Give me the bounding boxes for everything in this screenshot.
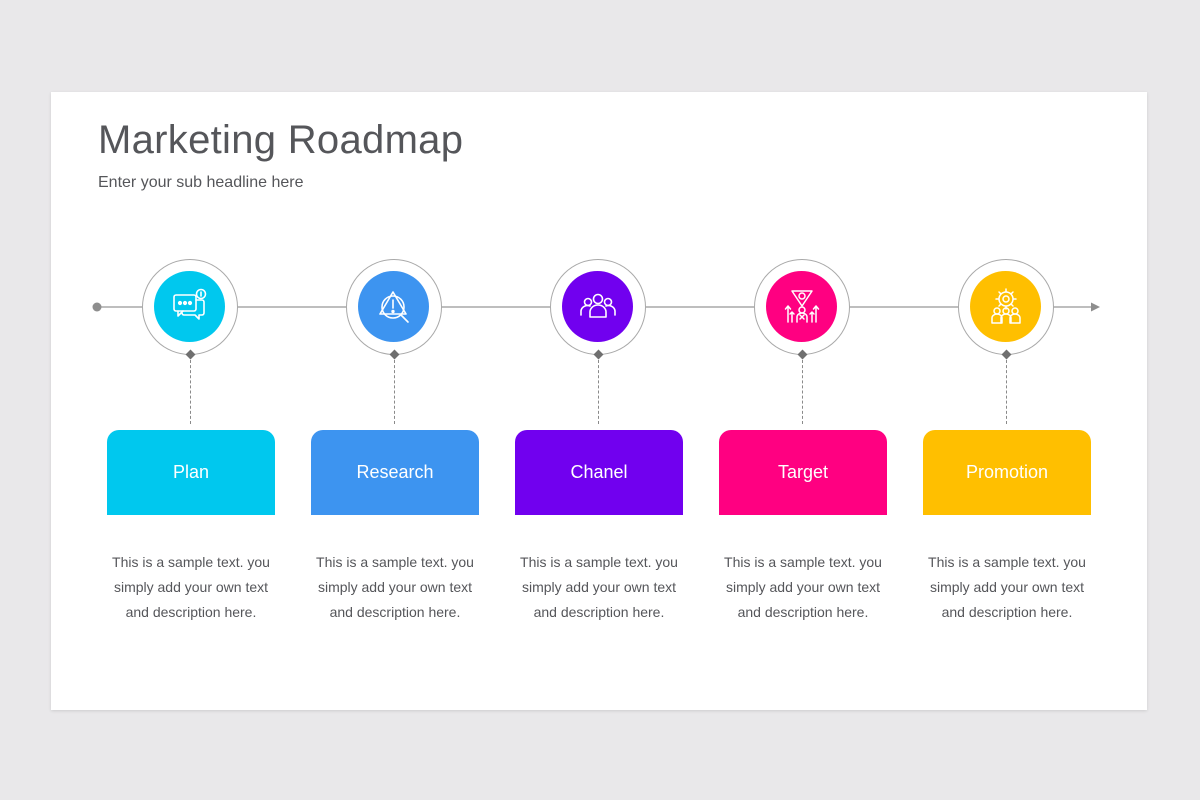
step-label-box: Plan bbox=[107, 430, 275, 515]
timeline-arrowhead bbox=[1091, 302, 1100, 312]
alert-search-icon bbox=[378, 290, 409, 323]
dashed-connector bbox=[802, 360, 803, 424]
step-label: Research bbox=[356, 462, 434, 482]
team-gear-icon bbox=[990, 287, 1021, 324]
dashed-connector bbox=[190, 360, 191, 424]
step-ring bbox=[142, 259, 238, 355]
target-growth-icon bbox=[784, 289, 819, 323]
roadmap-step-chanel: Chanel This is a sample text. you simply… bbox=[515, 92, 683, 710]
dashed-connector bbox=[394, 360, 395, 424]
step-ring bbox=[958, 259, 1054, 355]
step-ring bbox=[346, 259, 442, 355]
slide: Marketing Roadmap Enter your sub headlin… bbox=[51, 92, 1147, 710]
roadmap-step-research: Research This is a sample text. you simp… bbox=[311, 92, 479, 710]
step-label-box: Chanel bbox=[515, 430, 683, 515]
step-description: This is a sample text. you simply add yo… bbox=[316, 554, 474, 620]
page-subtitle: Enter your sub headline here bbox=[98, 174, 304, 191]
step-label-box: Promotion bbox=[923, 430, 1091, 515]
page-title: Marketing Roadmap bbox=[98, 118, 464, 162]
step-dot bbox=[766, 271, 837, 342]
dashed-connector bbox=[1006, 360, 1007, 424]
step-label: Chanel bbox=[570, 462, 628, 482]
step-label: Target bbox=[777, 462, 829, 482]
step-dot bbox=[562, 271, 633, 342]
step-label-box: Target bbox=[719, 430, 887, 515]
step-label-box: Research bbox=[311, 430, 479, 515]
chat-notification-icon bbox=[172, 288, 206, 320]
step-description: This is a sample text. you simply add yo… bbox=[520, 554, 678, 620]
team-group-icon bbox=[579, 293, 616, 318]
roadmap-step-plan: Plan This is a sample text. you simply a… bbox=[107, 92, 275, 710]
dashed-connector bbox=[598, 360, 599, 424]
step-dot bbox=[154, 271, 225, 342]
roadmap-step-target: Target This is a sample text. you simply… bbox=[719, 92, 887, 710]
step-description: This is a sample text. you simply add yo… bbox=[724, 554, 882, 620]
step-ring bbox=[550, 259, 646, 355]
step-label: Plan bbox=[172, 462, 210, 482]
step-label: Promotion bbox=[965, 462, 1049, 482]
step-ring bbox=[754, 259, 850, 355]
step-description: This is a sample text. you simply add yo… bbox=[112, 554, 270, 620]
roadmap-step-promotion: Promotion This is a sample text. you sim… bbox=[923, 92, 1091, 710]
step-description: This is a sample text. you simply add yo… bbox=[928, 554, 1086, 620]
timeline-start-dot bbox=[92, 302, 102, 312]
step-dot bbox=[358, 271, 429, 342]
step-dot bbox=[970, 271, 1041, 342]
